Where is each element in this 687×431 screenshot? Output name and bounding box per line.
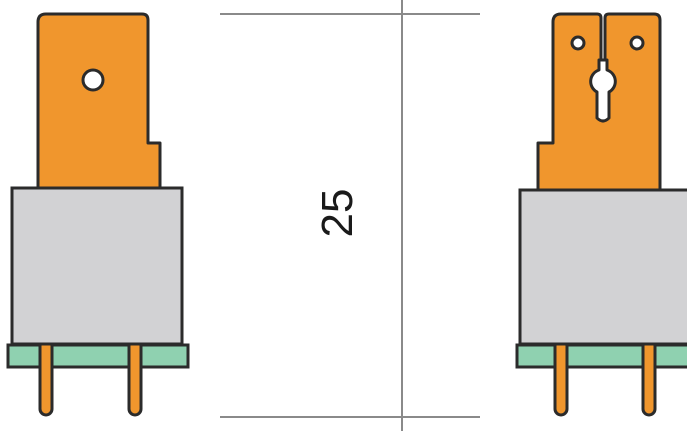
right-tab-hole-left <box>570 35 586 51</box>
left-connector <box>6 12 190 417</box>
right-tab-keyhole-slot <box>589 58 617 123</box>
left-housing <box>10 186 184 346</box>
right-tab-hole-right <box>629 35 645 51</box>
left-tab-hole <box>81 68 105 92</box>
right-housing <box>518 188 687 346</box>
left-flat-tab <box>36 12 162 190</box>
height-dimension: 25 <box>220 0 480 431</box>
dimension-value: 25 <box>313 189 362 238</box>
right-connector <box>515 12 687 417</box>
